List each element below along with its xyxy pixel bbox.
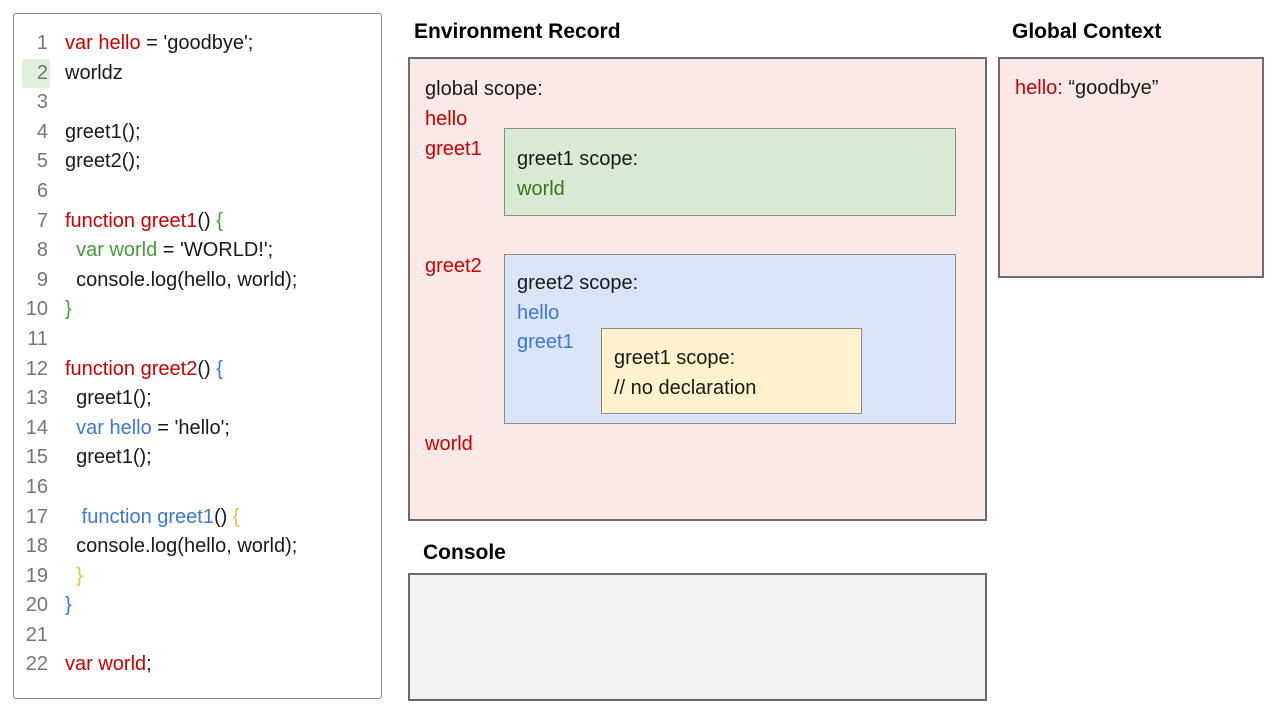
code-text: greet1(); <box>65 387 152 410</box>
line-number: 8 <box>36 239 48 262</box>
greet2-scope-box: greet2 scope: hello greet1 greet1 scope: … <box>504 254 956 424</box>
code-line: 3 <box>14 88 381 118</box>
code-line: 12 function greet2() { <box>14 355 381 385</box>
scope-entry: world <box>517 177 565 200</box>
code-line: 18 console.log(hello, world); <box>14 532 381 562</box>
greet2-scope-label: greet2 scope: <box>517 272 639 294</box>
global-scope-entry-greet2: greet2 <box>425 255 482 277</box>
global-context-title: Global Context <box>1012 20 1162 43</box>
code-panel: 1 var hello = 'goodbye'; 2 worldz 3 4 greet1()… <box>13 13 382 699</box>
nested-greet1-scope-comment: // no declaration <box>614 376 757 399</box>
code-text: var world; <box>65 653 152 676</box>
global-context-box: hello: “goodbye” <box>998 57 1264 278</box>
code-text: console.log(hello, world); <box>65 535 298 558</box>
line-number: 11 <box>27 327 48 350</box>
code-line: 1 var hello = 'goodbye'; <box>14 29 381 59</box>
greet1-scope-entries: world <box>505 175 955 205</box>
code-line: 9 console.log(hello, world); <box>14 266 381 296</box>
line-number: 12 <box>25 357 48 380</box>
global-context-entry-value: “goodbye” <box>1068 77 1159 99</box>
line-number: 10 <box>25 298 48 321</box>
code-text: function greet1() { <box>65 209 223 232</box>
global-scope-box: global scope: hello greet1 greet2 world … <box>408 57 987 521</box>
code-line: 13 greet1(); <box>14 384 381 414</box>
line-number-highlighted: 2 <box>22 58 50 89</box>
line-number: 6 <box>36 179 48 202</box>
code-line: 5 greet2(); <box>14 147 381 177</box>
line-number: 14 <box>25 416 48 439</box>
line-number: 13 <box>25 387 48 410</box>
line-number: 18 <box>25 535 48 558</box>
line-number: 17 <box>25 505 48 528</box>
code-line: 14 var hello = 'hello'; <box>14 414 381 444</box>
line-number: 20 <box>25 594 48 617</box>
code-text: greet1(); <box>65 120 141 143</box>
code-text: } <box>65 594 72 617</box>
line-number: 16 <box>25 475 48 498</box>
code-line: 15 greet1(); <box>14 443 381 473</box>
global-context-entry: hello: “goodbye” <box>1015 74 1262 103</box>
line-number: 4 <box>36 120 48 143</box>
line-number: 5 <box>36 150 48 173</box>
code-text: worldz <box>65 61 123 84</box>
scope-entry: hello <box>517 301 560 324</box>
code-line: 6 <box>14 177 381 207</box>
scope-entry: greet1 <box>517 331 574 354</box>
global-scope-entry-world: world <box>425 433 473 455</box>
environment-record-title: Environment Record <box>414 20 621 43</box>
line-number: 22 <box>25 653 48 676</box>
code-line: 2 worldz <box>14 58 381 89</box>
code-text: function greet1() { <box>65 505 240 528</box>
line-number: 1 <box>36 32 48 54</box>
code-line: 8 var world = 'WORLD!'; <box>14 236 381 266</box>
code-line: 21 <box>14 621 381 651</box>
nested-greet1-scope-box: greet1 scope: // no declaration <box>601 328 862 414</box>
code-line: 10} <box>14 295 381 325</box>
line-number: 21 <box>25 623 48 646</box>
global-scope-entry-hello: hello <box>425 108 468 130</box>
code-text: var world = 'WORLD!'; <box>65 239 274 262</box>
console-output-box <box>408 573 987 701</box>
code-line: 16 <box>14 473 381 503</box>
line-number: 9 <box>36 268 48 291</box>
code-line: 20} <box>14 591 381 621</box>
code-text: greet2(); <box>65 150 141 173</box>
code-text: var hello = 'goodbye'; <box>65 32 254 54</box>
code-line: 4 greet1(); <box>14 118 381 148</box>
greet1-scope-label: greet1 scope: <box>517 148 639 170</box>
code-text: greet1(); <box>65 446 152 469</box>
global-context-entry-name: hello: <box>1015 77 1063 99</box>
nested-greet1-scope-label: greet1 scope: <box>614 347 736 369</box>
code-lines: 1 var hello = 'goodbye'; 2 worldz 3 4 greet1()… <box>14 29 381 680</box>
console-title: Console <box>423 541 506 564</box>
line-number: 7 <box>36 209 48 232</box>
code-text: } <box>65 298 72 321</box>
code-text: var hello = 'hello'; <box>65 416 230 439</box>
code-line: 11 <box>14 325 381 355</box>
global-scope-entry-greet1: greet1 <box>425 138 482 160</box>
code-text: console.log(hello, world); <box>65 268 298 291</box>
global-scope-label: global scope: <box>425 78 543 100</box>
code-text: function greet2() { <box>65 357 223 380</box>
code-line: 19 } <box>14 562 381 592</box>
greet1-scope-box: greet1 scope: world <box>504 128 956 216</box>
line-number: 3 <box>36 91 48 114</box>
code-line: 22 var world; <box>14 650 381 680</box>
line-number: 15 <box>25 446 48 469</box>
line-number: 19 <box>25 564 48 587</box>
code-line: 7 function greet1() { <box>14 207 381 237</box>
greet2-scope-entries: hello greet1 <box>505 299 955 358</box>
code-text: } <box>65 564 83 587</box>
code-line: 17 function greet1() { <box>14 503 381 533</box>
